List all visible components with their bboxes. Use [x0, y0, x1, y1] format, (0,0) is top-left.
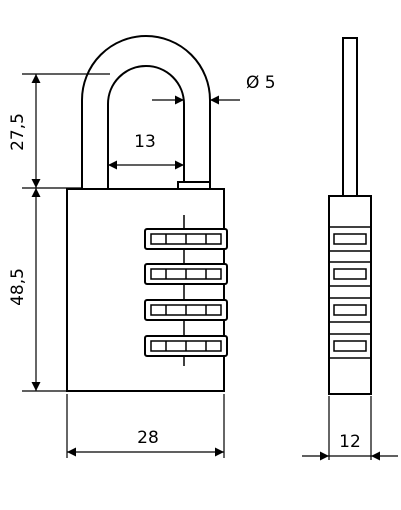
- side-dial-1: [328, 226, 372, 252]
- dial-1: [144, 228, 228, 250]
- shackle-height-label: 27,5: [8, 113, 28, 151]
- body-depth-label: 12: [339, 432, 361, 452]
- front-view: [66, 35, 228, 392]
- dial-3: [144, 299, 228, 321]
- shackle-inner-edge: [107, 65, 185, 188]
- side-dial-3: [328, 297, 372, 323]
- side-view: [328, 37, 372, 395]
- body-height-label: 48,5: [8, 268, 28, 306]
- side-dials: [328, 226, 372, 359]
- shackle: [81, 35, 211, 188]
- combination-dials: [144, 228, 228, 357]
- side-shackle: [342, 37, 358, 199]
- inner-width-label: 13: [134, 132, 156, 152]
- diameter-label: Ø 5: [246, 73, 276, 93]
- side-body: [328, 195, 372, 395]
- side-dial-4: [328, 333, 372, 359]
- side-dial-2: [328, 261, 372, 287]
- dial-4: [144, 335, 228, 357]
- dial-2: [144, 263, 228, 285]
- lock-body: [66, 188, 225, 392]
- dimension-lines: [22, 73, 398, 461]
- body-width-label: 28: [137, 428, 159, 448]
